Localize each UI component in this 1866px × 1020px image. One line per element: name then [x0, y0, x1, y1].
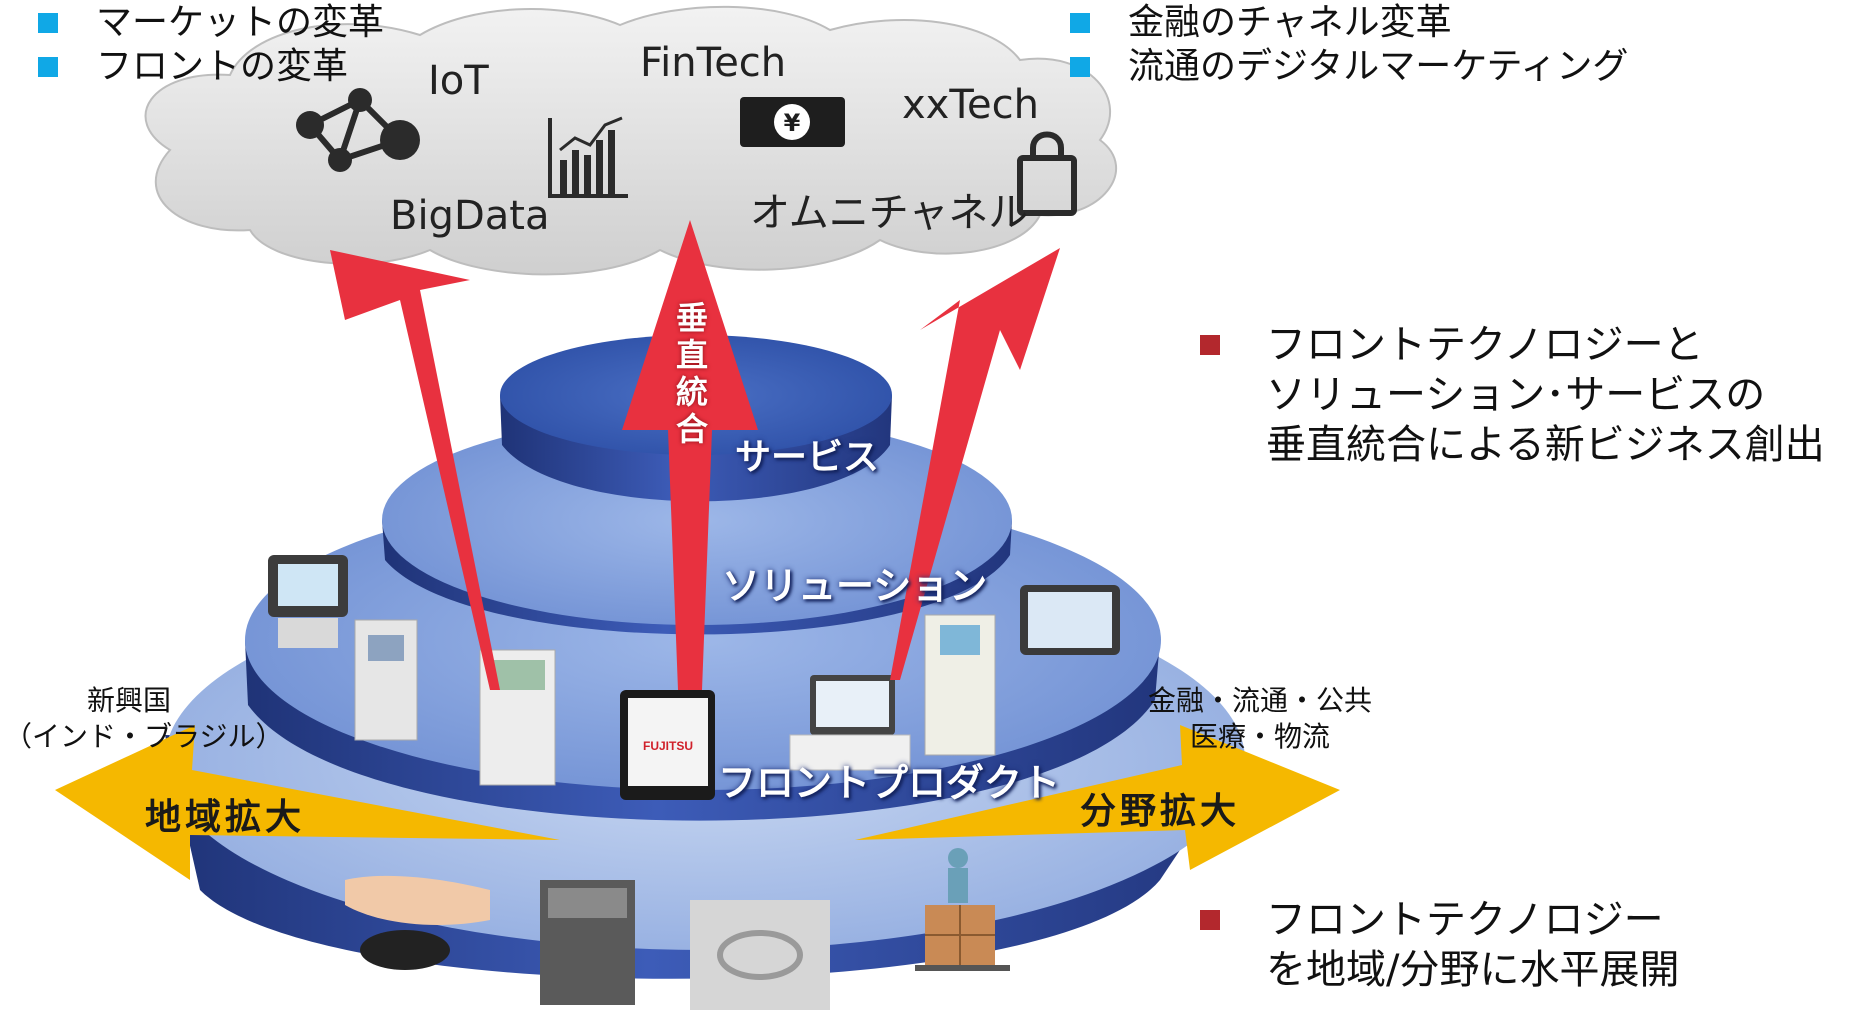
vertical-integration-label: 垂直統合 [675, 299, 708, 448]
horizontal-expansion-arrows [55, 725, 1340, 880]
emerging-markets-label: 新興国 （インド・ブラジル） [4, 684, 284, 753]
blue-square-icon [1070, 57, 1090, 77]
blue-square-icon [1070, 13, 1090, 33]
red-square-icon [1200, 910, 1220, 930]
gold-arrow-right [855, 725, 1340, 870]
network-icon [296, 88, 420, 172]
iot-label: IoT [428, 58, 489, 104]
bar-chart-icon [548, 116, 628, 198]
rfid-tag-photo [690, 900, 830, 1010]
bigdata-label: BigData [390, 193, 550, 239]
blue-square-icon [38, 13, 58, 33]
bullet-item: 流通のデジタルマーケティング [1070, 45, 1628, 89]
summary-vertical: フロントテクノロジーと ソリューション･サービスの 垂直統合による新ビジネス創出 [1200, 320, 1825, 470]
fujitsu-brand-text: FUJITSU [643, 739, 693, 753]
top-left-bullets: マーケットの変革 フロントの変革 [38, 1, 384, 89]
red-arrow-left [330, 250, 500, 690]
yen-symbol: ¥ [784, 109, 801, 137]
logistics-cart-icon [915, 848, 1010, 971]
bullet-item: 金融のチャネル変革 [1070, 1, 1628, 45]
field-expansion-label: 分野拡大 [1080, 791, 1241, 832]
fintech-label: FinTech [640, 40, 787, 86]
blue-square-icon [38, 57, 58, 77]
red-arrow-right [890, 248, 1060, 680]
tablet-device [1020, 585, 1120, 655]
xxtech-label: xxTech [902, 82, 1039, 128]
omnichannel-label: オムニチャネル [750, 190, 1029, 236]
bullet-item: マーケットの変革 [38, 1, 384, 45]
region-expansion-label: 地域拡大 [145, 797, 306, 838]
kiosk-tablet-device [268, 555, 348, 648]
summary-horizontal: フロントテクノロジー を地域/分野に水平展開 [1200, 895, 1679, 995]
top-right-bullets: 金融のチャネル変革 流通のデジタルマーケティング [1070, 1, 1628, 89]
printer-device [540, 880, 635, 1005]
atm-device-1 [354, 619, 418, 741]
pos-terminal-device [789, 675, 911, 771]
shopping-bag-icon [1017, 131, 1077, 216]
gold-arrow-left [55, 725, 560, 880]
banknote-icon [740, 97, 845, 147]
red-square-icon [1200, 335, 1220, 355]
self-checkout-device [924, 614, 996, 756]
palm-vein-sensor-device [345, 875, 490, 970]
service-tier-label: サービス [735, 437, 880, 478]
red-arrow-center [622, 220, 758, 690]
solution-tier-label: ソリューション [722, 564, 988, 608]
front-product-tier-label: フロントプロダクト [718, 761, 1061, 805]
vertical-integration-arrows [330, 220, 1060, 690]
target-fields-label: 金融・流通・公共 医療・物流 [1147, 684, 1372, 753]
fujitsu-terminal-device [620, 690, 715, 800]
bullet-item: フロントの変革 [38, 45, 384, 89]
cloud-shape [144, 5, 1118, 276]
